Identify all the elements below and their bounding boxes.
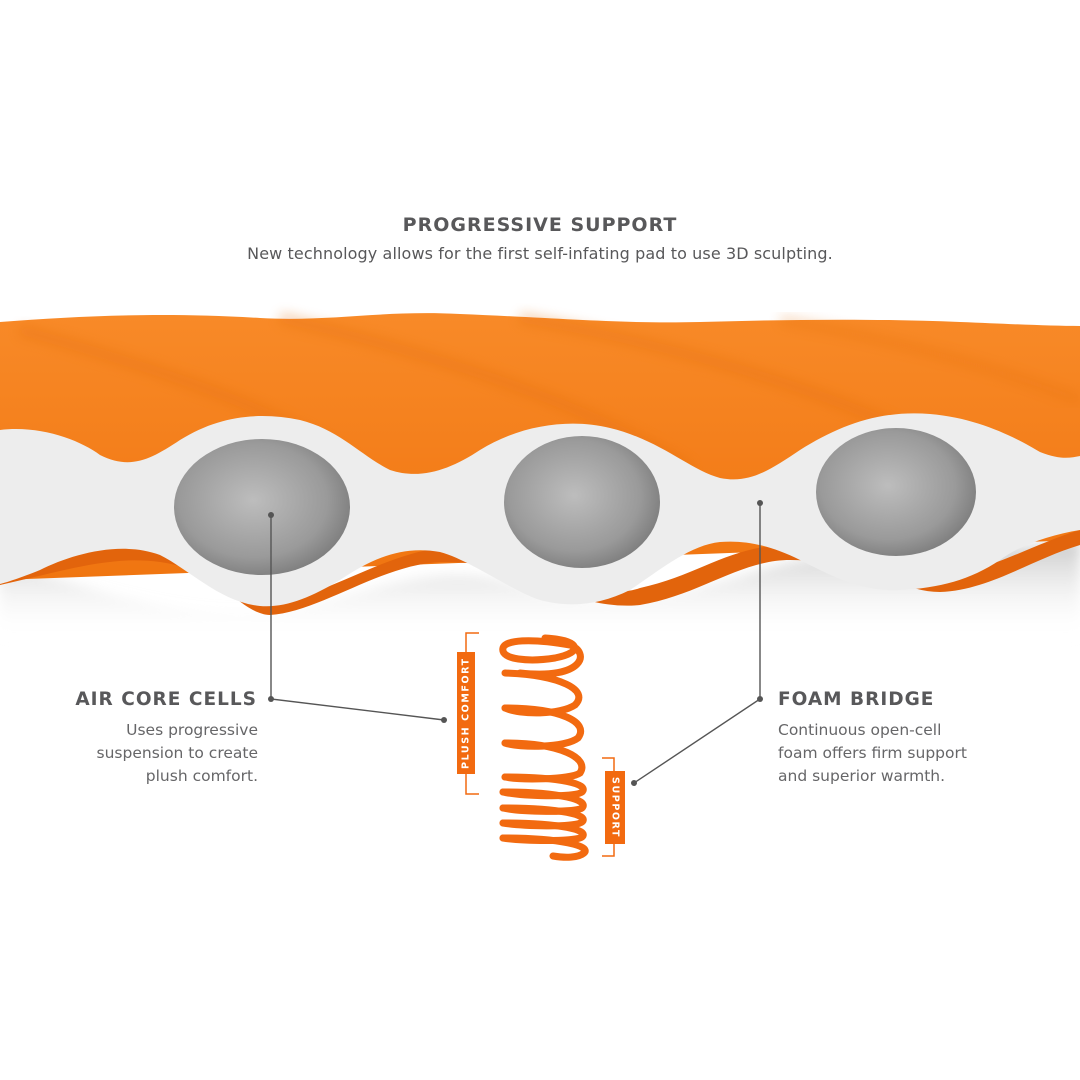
description-line: foam offers firm support: [778, 744, 967, 762]
foam-bridge-marker: [757, 500, 763, 506]
foam-bridge-heading: FOAM BRIDGE: [778, 689, 935, 710]
air-core-cells-description: Uses progressive suspension to create pl…: [97, 719, 258, 788]
foam-bridge-description: Continuous open-cell foam offers firm su…: [778, 719, 967, 788]
description-line: Continuous open-cell: [778, 721, 942, 739]
air-core-cells-heading: AIR CORE CELLS: [75, 689, 257, 710]
page-title: PROGRESSIVE SUPPORT: [402, 214, 678, 236]
air-cell-1: [174, 439, 350, 575]
air-cell-marker: [268, 512, 274, 518]
support-tag: SUPPORT: [605, 771, 625, 844]
page-subtitle: New technology allows for the first self…: [247, 244, 833, 263]
description-line: suspension to create: [96, 744, 258, 762]
air-cell-2: [504, 436, 660, 568]
description-line: plush comfort.: [145, 767, 258, 785]
spring-icon: [499, 634, 589, 861]
description-line: Uses progressive: [126, 721, 258, 739]
air-cell-3: [816, 428, 976, 556]
plush-comfort-tag: PLUSH COMFORT: [457, 652, 475, 774]
description-line: and superior warmth.: [778, 767, 946, 785]
